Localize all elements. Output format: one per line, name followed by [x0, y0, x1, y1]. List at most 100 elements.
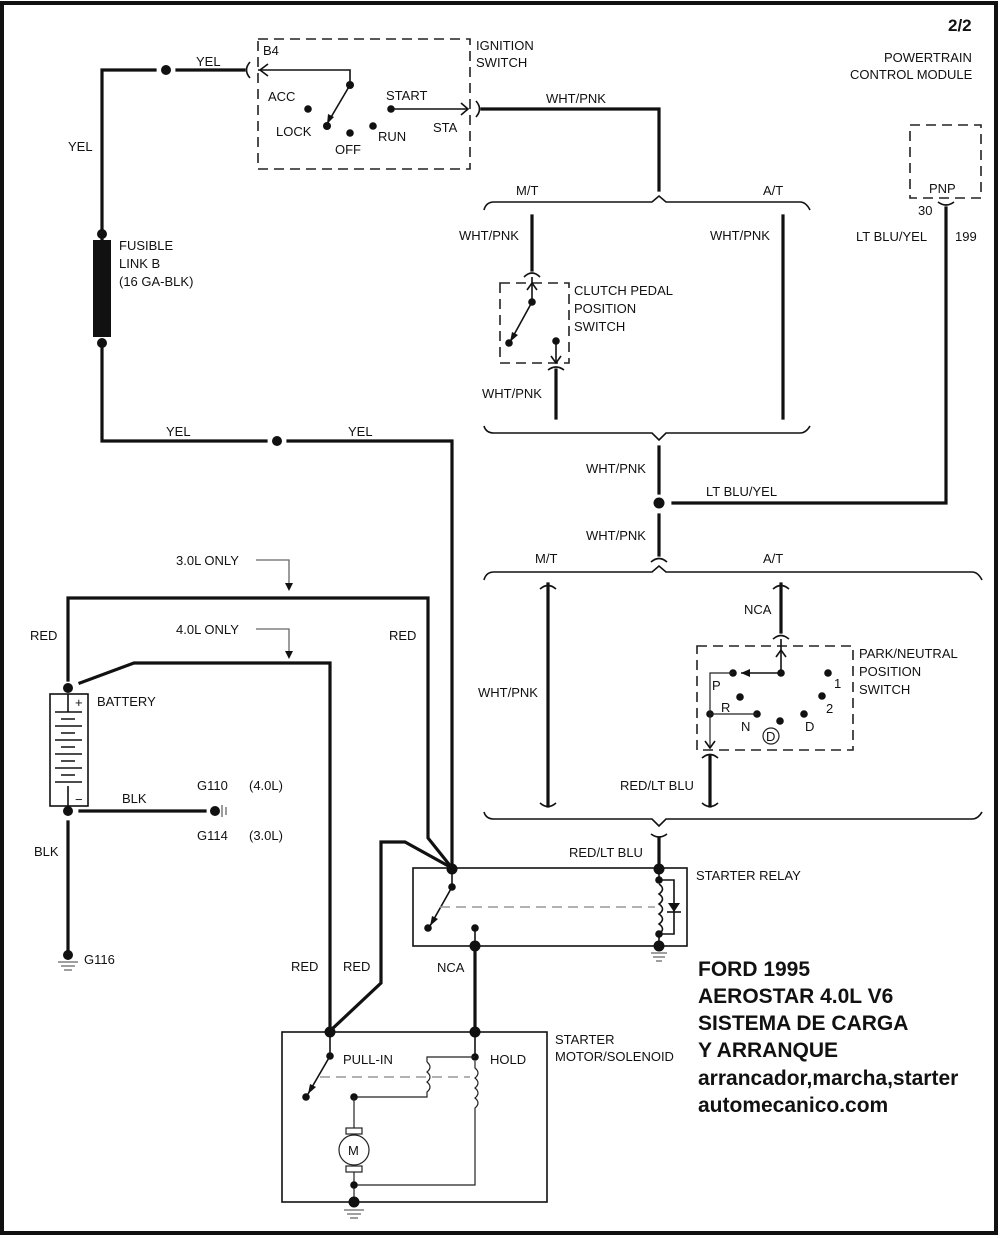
label-pin: 30 — [918, 203, 932, 218]
label-line3: (16 GA-BLK) — [119, 274, 193, 289]
option-brace-2 — [483, 425, 811, 442]
label-wht-pnk: WHT/PNK — [710, 228, 770, 243]
label-mt: M/T — [516, 183, 538, 198]
label-wht-pnk: WHT/PNK — [586, 528, 646, 543]
label-g110-note: (4.0L) — [249, 778, 283, 793]
label-yel: YEL — [196, 54, 221, 69]
label-line2: AEROSTAR 4.0L V6 — [698, 985, 893, 1008]
label-red: RED — [291, 959, 318, 974]
label-line3: SWITCH — [574, 319, 625, 334]
label-at: A/T — [763, 183, 783, 198]
label-name-line2: MOTOR/SOLENOID — [555, 1049, 674, 1064]
wire-yel-top: YEL YEL — [68, 54, 251, 242]
label-name-line1: POWERTRAIN — [884, 50, 972, 65]
label-blk: BLK — [122, 791, 147, 806]
label-motor: M — [348, 1143, 359, 1158]
park-neutral-switch: NCA P R N D D 2 1 PARK/NEUTRAL POSITION … — [620, 582, 958, 808]
label-line4: Y ARRANQUE — [698, 1039, 838, 1062]
label-name-line1: STARTER — [555, 1032, 614, 1047]
option-brace-4 — [483, 811, 983, 828]
label-red-lt-blu: RED/LT BLU — [620, 778, 694, 793]
label-g114-note: (3.0L) — [249, 828, 283, 843]
label-p: P — [712, 678, 721, 693]
label-lt-blu-yel: LT BLU/YEL — [706, 484, 777, 499]
label-yel: YEL — [348, 424, 373, 439]
label-od: D — [766, 729, 775, 744]
label-only-30: 3.0L ONLY — [176, 553, 239, 568]
label-lock: LOCK — [276, 124, 312, 139]
ignition-switch: B4 IGNITION SWITCH ACC LOCK OFF RUN STAR… — [257, 38, 534, 170]
wire-wht-pnk-sta: WHT/PNK — [475, 91, 661, 192]
label-line2: POSITION — [574, 301, 636, 316]
label-two: 2 — [826, 701, 833, 716]
label-line1: FUSIBLE — [119, 238, 174, 253]
starter-motor-solenoid: STARTER MOTOR/SOLENOID PULL-IN HOLD M — [281, 1026, 674, 1219]
label-yel: YEL — [68, 139, 93, 154]
label-circuit: 199 — [955, 229, 977, 244]
label-line1: PARK/NEUTRAL — [859, 646, 958, 661]
label-run: RUN — [378, 129, 406, 144]
label-name-line2: SWITCH — [476, 55, 527, 70]
label-g114: G114 — [197, 828, 228, 843]
label-line3: SISTEMA DE CARGA — [698, 1012, 908, 1035]
wire-red-relay-to-starter: RED RED — [291, 840, 455, 1034]
label-off: OFF — [335, 142, 361, 157]
wire-wht-pnk-at: WHT/PNK — [710, 214, 785, 420]
label-nca: NCA — [437, 960, 465, 975]
wire-yel-bottom: YEL YEL — [100, 341, 454, 870]
label-red: RED — [389, 628, 416, 643]
label-line5: arrancador,marcha,starter — [698, 1067, 958, 1090]
battery: RED RED 3.0L ONLY 4.0L ONLY + − BATTERY … — [30, 553, 455, 1033]
label-name: BATTERY — [97, 694, 156, 709]
label-g116: G116 — [84, 952, 115, 967]
option-brace-1: M/T A/T — [483, 183, 811, 211]
label-r: R — [721, 700, 730, 715]
label-red: RED — [343, 959, 370, 974]
label-at: A/T — [763, 551, 783, 566]
label-blk: BLK — [34, 844, 59, 859]
label-terminal-out: STA — [433, 120, 458, 135]
powertrain-control-module: POWERTRAIN CONTROL MODULE PNP 30 199 LT … — [671, 50, 982, 505]
fusible-link: FUSIBLE LINK B (16 GA-BLK) — [93, 229, 193, 348]
wire-red-lt-blu: RED/LT BLU — [569, 833, 668, 870]
label-connector: PNP — [929, 181, 956, 196]
label-line1: CLUTCH PEDAL — [574, 283, 673, 298]
label-d: D — [805, 719, 814, 734]
label-hold: HOLD — [490, 1052, 526, 1067]
label-line6: automecanico.com — [698, 1094, 888, 1117]
label-g110: G110 — [197, 778, 228, 793]
label-start: START — [386, 88, 427, 103]
title-block: FORD 1995 AEROSTAR 4.0L V6 SISTEMA DE CA… — [698, 958, 958, 1117]
label-yel: YEL — [166, 424, 191, 439]
wire-nca: NCA — [437, 944, 477, 1033]
label-mt: M/T — [535, 551, 557, 566]
label-name: STARTER RELAY — [696, 868, 801, 883]
label-wht-pnk: WHT/PNK — [478, 685, 538, 700]
page-number: 2/2 — [948, 16, 972, 35]
label-line1: FORD 1995 — [698, 958, 810, 981]
label-plus: + — [75, 695, 83, 710]
label-nca: NCA — [744, 602, 772, 617]
label-wht-pnk: WHT/PNK — [546, 91, 606, 106]
label-red: RED — [30, 628, 57, 643]
label-minus: − — [75, 792, 83, 807]
label-acc: ACC — [268, 89, 295, 104]
label-n: N — [741, 719, 750, 734]
label-name-line1: IGNITION — [476, 38, 534, 53]
option-brace-3: M/T A/T — [483, 551, 983, 581]
clutch-pedal-switch: WHT/PNK WHT/PNK CLUTCH PEDAL POSITION SW… — [459, 214, 673, 420]
label-pull-in: PULL-IN — [343, 1052, 393, 1067]
label-lt-blu-yel: LT BLU/YEL — [856, 229, 927, 244]
starter-relay: STARTER RELAY — [412, 863, 801, 962]
label-red-lt-blu: RED/LT BLU — [569, 845, 643, 860]
label-terminal-in: B4 — [263, 43, 279, 58]
label-line3: SWITCH — [859, 682, 910, 697]
splice-wht-pnk: WHT/PNK LT BLU/YEL WHT/PNK — [586, 445, 777, 563]
label-wht-pnk: WHT/PNK — [459, 228, 519, 243]
label-only-40: 4.0L ONLY — [176, 622, 239, 637]
label-wht-pnk: WHT/PNK — [482, 386, 542, 401]
label-wht-pnk: WHT/PNK — [586, 461, 646, 476]
wire-wht-pnk-mt-jumper: WHT/PNK — [478, 582, 557, 808]
